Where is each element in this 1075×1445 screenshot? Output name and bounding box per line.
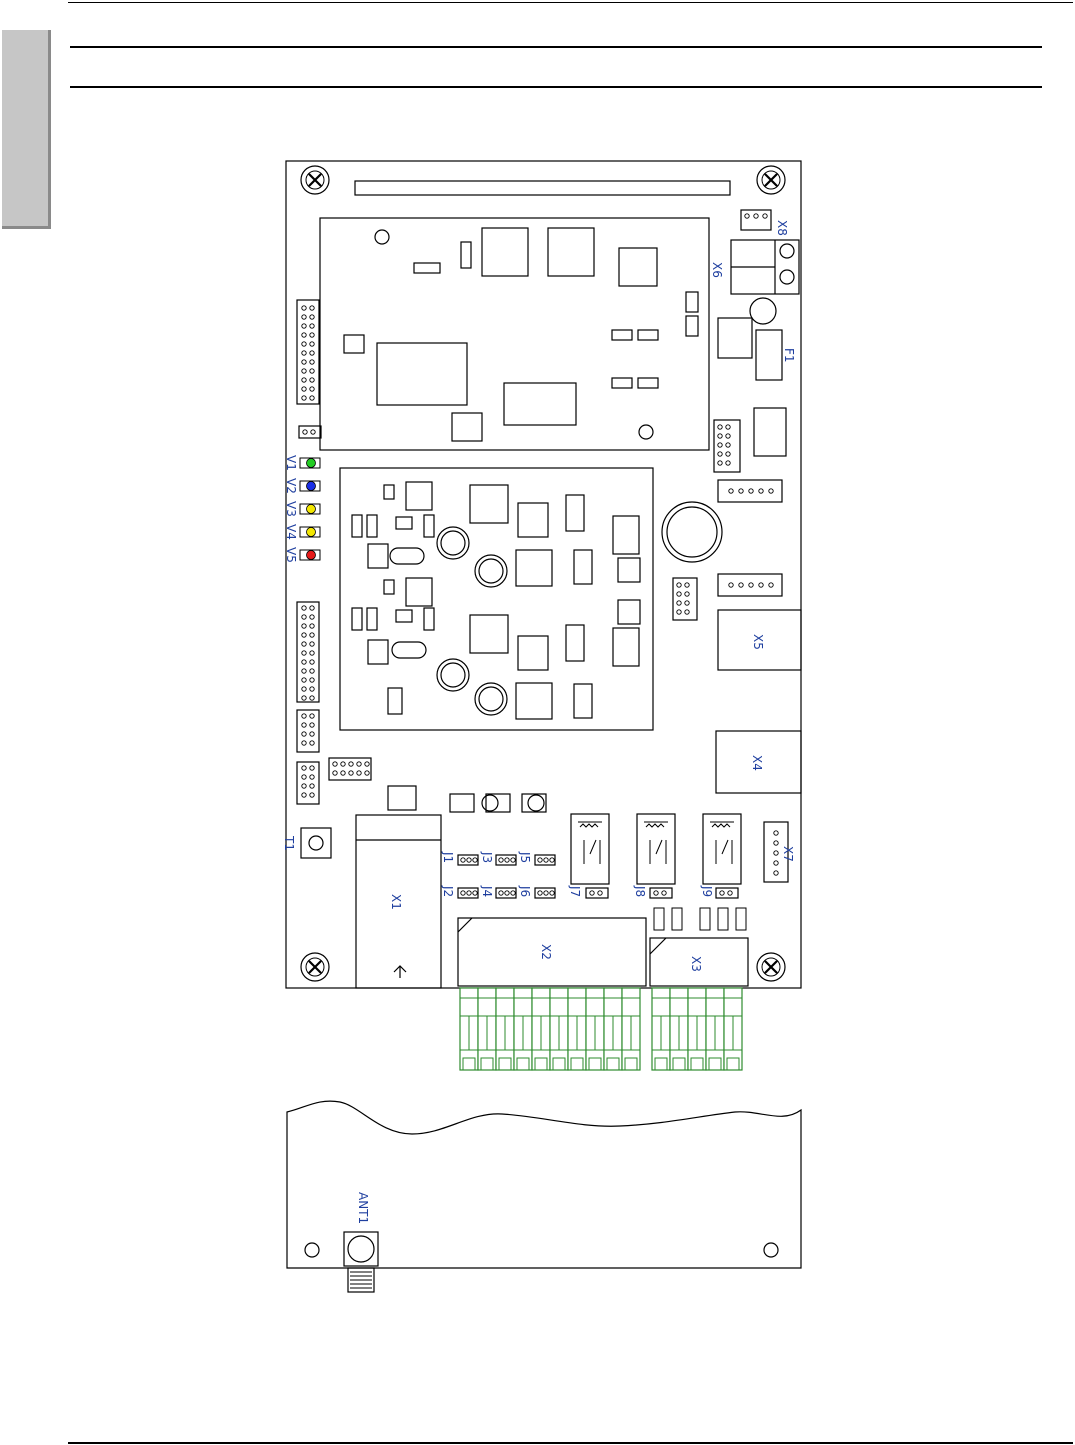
led-label: V4 [284,524,298,540]
label-x6: X6 [710,262,724,278]
mounting-screw [757,166,785,194]
led-v4: V4 [284,524,320,540]
led-label: V3 [284,501,298,517]
label-j2: J2 [441,885,455,897]
led-label: V5 [284,547,298,563]
led-v3: V3 [284,501,320,517]
label-t1: T1 [282,835,296,851]
lower-module [340,468,653,730]
label-j4: J4 [480,885,494,897]
top-module [320,218,709,450]
mounting-screw [757,953,785,981]
mounting-screw [301,166,329,194]
edge-connector [355,181,730,195]
label-x5: X5 [751,634,765,650]
f1-fuse [756,330,782,380]
label-x7: X7 [781,846,795,862]
mounting-screw [301,953,329,981]
label-j1: J1 [441,851,455,863]
label-x3: X3 [689,956,703,972]
label-x8: X8 [775,220,789,236]
led-v1: V1 [284,455,320,471]
header-pin-strip-2 [297,602,319,702]
header-pin-strip-1 [297,300,319,404]
label-f1: F1 [782,348,796,363]
x3-pluggable-terminals [652,988,742,1070]
x2-pluggable-terminals [460,988,640,1070]
label-x1: X1 [389,894,403,910]
led-label: V1 [284,455,298,471]
label-j5: J5 [518,851,532,863]
label-x2: X2 [539,944,553,960]
board-section-view [287,1101,801,1268]
label-j8: J8 [633,885,647,897]
ant1-connector [344,1232,378,1266]
label-j6: J6 [518,885,532,897]
label-j9: J9 [700,885,714,897]
label-j7: J7 [568,885,582,897]
label-j3: J3 [480,851,494,863]
led-label: V2 [284,478,298,494]
label-ant1: ANT1 [356,1192,370,1224]
led-v5: V5 [284,547,320,563]
led-v2: V2 [284,478,320,494]
label-x4: X4 [750,755,764,771]
